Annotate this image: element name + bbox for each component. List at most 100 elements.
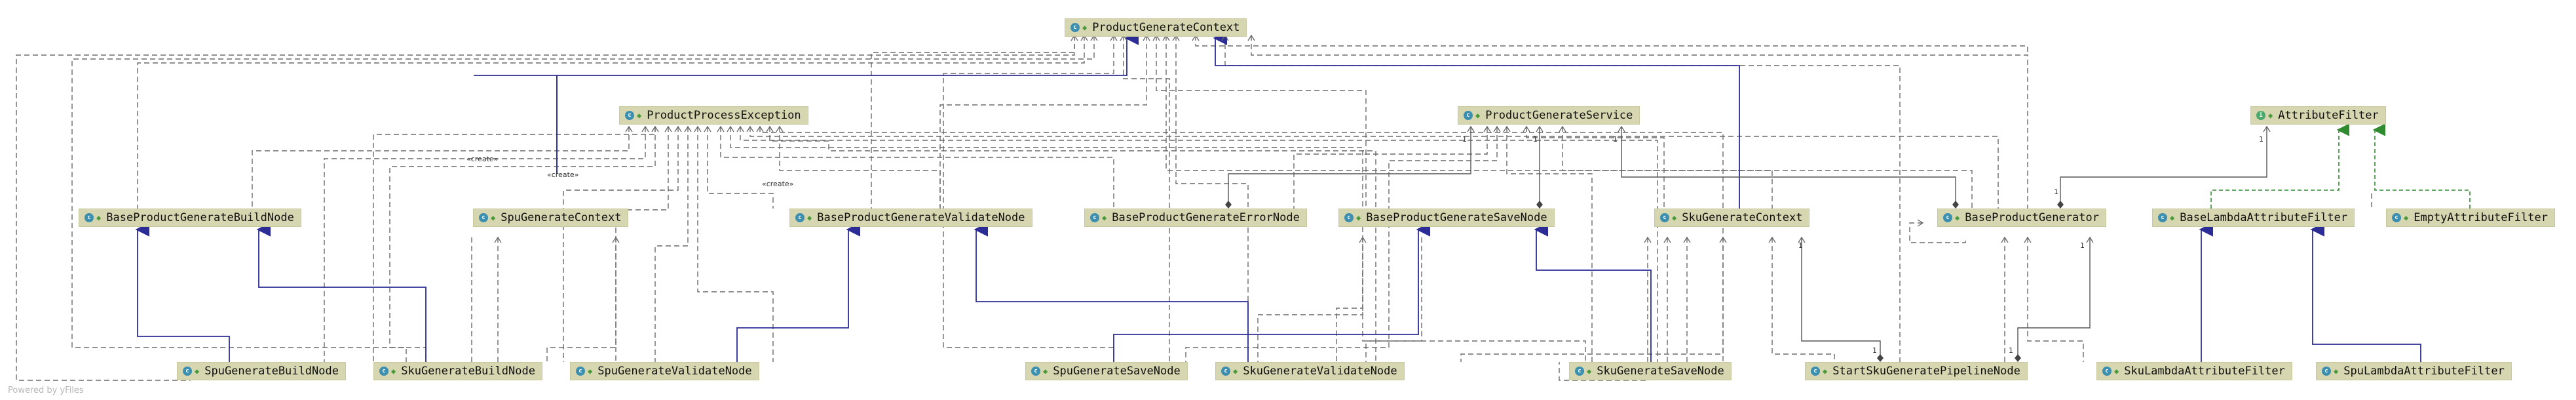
- class-node-sku-generate-build-node[interactable]: c◆ SkuGenerateBuildNode: [373, 362, 542, 380]
- class-name: BaseProductGenerator: [1965, 211, 2099, 224]
- class-icon: c: [2392, 213, 2401, 222]
- dependency-edge: [324, 127, 646, 362]
- visibility-icon: ◆: [391, 367, 396, 376]
- arrowhead: [1663, 236, 1671, 243]
- dependency-edge: [16, 35, 1075, 381]
- arrowhead: [664, 125, 672, 132]
- dependency-edge: [697, 127, 774, 362]
- extends-edge: [474, 75, 558, 174]
- dependency-edge: [389, 127, 656, 362]
- visibility-icon: ◆: [1102, 213, 1107, 222]
- class-node-base-product-generator[interactable]: c◆ BaseProductGenerator: [1937, 209, 2106, 227]
- class-node-sku-generate-validate-node[interactable]: c◆ SkuGenerateValidateNode: [1215, 362, 1405, 380]
- class-node-spu-lambda-attribute-filter[interactable]: c◆ SpuLambdaAttributeFilter: [2316, 362, 2512, 380]
- visibility-icon: ◆: [2334, 367, 2339, 376]
- dependency-edge: [1293, 127, 1488, 209]
- class-icon: c: [1575, 367, 1584, 376]
- class-name: ProductGenerateContext: [1092, 21, 1240, 34]
- class-name: SpuGenerateValidateNode: [597, 365, 752, 378]
- arrowhead: [1559, 125, 1566, 132]
- class-icon: c: [2158, 213, 2167, 222]
- dependency-edge: [939, 35, 1147, 209]
- class-node-empty-attribute-filter[interactable]: c◆ EmptyAttributeFilter: [2386, 209, 2555, 227]
- class-name: SkuGenerateContext: [1682, 211, 1803, 224]
- composition-diamond: [1952, 201, 1959, 209]
- arrowhead: [717, 125, 725, 132]
- extends-edge: [1213, 31, 1740, 209]
- class-node-sku-generate-context[interactable]: c◆ SkuGenerateContext: [1654, 209, 1810, 227]
- class-name: SkuGenerateValidateNode: [1243, 365, 1397, 378]
- dependency-edge: [769, 127, 1376, 362]
- dependency-edge: [1506, 127, 1593, 362]
- class-node-sku-generate-save-node[interactable]: c◆ SkuGenerateSaveNode: [1569, 362, 1732, 380]
- dependency-edge: [2027, 237, 2084, 362]
- visibility-icon: ◆: [1955, 213, 1960, 222]
- dependency-edge: [1526, 127, 1665, 209]
- arrowhead: [674, 125, 682, 132]
- class-name: AttributeFilter: [2278, 109, 2379, 122]
- class-icon: c: [1943, 213, 1952, 222]
- class-node-spu-generate-context[interactable]: c◆ SpuGenerateContext: [473, 209, 629, 227]
- dependency-edge: [1175, 35, 1249, 362]
- dependency-edge: [1224, 35, 1966, 371]
- class-node-product-generate-service[interactable]: c◆ ProductGenerateService: [1458, 106, 1640, 125]
- arrowhead: [704, 125, 711, 132]
- extends-edge: [736, 222, 860, 362]
- dependency-edge: [563, 127, 679, 362]
- association-edge: [2060, 127, 2267, 202]
- arrowhead: [756, 125, 764, 132]
- extends-edge: [135, 222, 230, 362]
- class-node-spu-generate-save-node[interactable]: c◆ SpuGenerateSaveNode: [1025, 362, 1188, 380]
- class-node-base-product-generate-validate-node[interactable]: c◆ BaseProductGenerateValidateNode: [789, 209, 1032, 227]
- class-node-sku-lambda-attribute-filter[interactable]: c◆ SkuLambdaAttributeFilter: [2096, 362, 2292, 380]
- visibility-icon: ◆: [491, 213, 496, 222]
- class-node-start-sku-generate-pipeline-node[interactable]: c◆ StartSkuGeneratePipelineNode: [1805, 362, 2028, 380]
- class-node-base-product-generate-error-node[interactable]: c◆ BaseProductGenerateErrorNode: [1084, 209, 1307, 227]
- class-node-base-product-generate-build-node[interactable]: c◆ BaseProductGenerateBuildNode: [79, 209, 301, 227]
- class-icon: c: [2102, 367, 2112, 376]
- arrowhead: [684, 125, 692, 132]
- interface-node-attribute-filter[interactable]: i◆ AttributeFilter: [2250, 106, 2386, 125]
- multiplicity-label: 1: [1872, 346, 1877, 355]
- visibility-icon: ◆: [2404, 213, 2409, 222]
- class-name: BaseProductGenerateBuildNode: [106, 211, 294, 224]
- dependency-edge: [1909, 222, 1966, 243]
- visibility-icon: ◆: [96, 213, 102, 222]
- class-node-product-generate-context[interactable]: c◆ ProductGenerateContext: [1065, 18, 1247, 37]
- arrowhead: [1483, 125, 1491, 132]
- extends-edge: [974, 222, 1249, 362]
- class-node-spu-generate-validate-node[interactable]: c◆ SpuGenerateValidateNode: [570, 362, 759, 380]
- dependency-edge: [749, 127, 1999, 209]
- dependency-edge: [615, 127, 669, 367]
- extends-edge: [256, 222, 426, 362]
- class-icon: c: [1070, 23, 1080, 32]
- multiplicity-label: 1: [1533, 135, 1538, 144]
- dependency-edge: [1185, 127, 1498, 362]
- extends-edge: [1113, 222, 1430, 362]
- class-node-spu-generate-build-node[interactable]: c◆ SpuGenerateBuildNode: [177, 362, 346, 380]
- class-node-product-process-exception[interactable]: c◆ ProductProcessException: [619, 106, 808, 125]
- visibility-icon: ◆: [807, 213, 812, 222]
- visibility-icon: ◆: [1475, 111, 1481, 120]
- class-name: ProductProcessException: [647, 109, 801, 122]
- class-name: SpuGenerateContext: [501, 211, 622, 224]
- association-edge: [1621, 127, 1956, 202]
- class-icon: c: [1031, 367, 1040, 376]
- class-name: SkuGenerateBuildNode: [401, 365, 535, 378]
- class-name: SpuLambdaAttributeFilter: [2343, 365, 2505, 378]
- visibility-icon: ◆: [195, 367, 200, 376]
- class-node-base-product-generate-save-node[interactable]: c◆ BaseProductGenerateSaveNode: [1338, 209, 1555, 227]
- visibility-icon: ◆: [1233, 367, 1238, 376]
- class-node-base-lambda-attribute-filter[interactable]: c◆ BaseLambdaAttributeFilter: [2152, 209, 2355, 227]
- arrowhead: [1618, 125, 1625, 132]
- dependency-edge: [252, 127, 630, 209]
- association-edge: [2017, 237, 2091, 355]
- arrowhead: [1359, 236, 1367, 243]
- dependency-edge: [1165, 35, 1773, 209]
- dependency-edge: [1460, 237, 1724, 362]
- class-icon: c: [1660, 213, 1669, 222]
- arrowhead: [1798, 236, 1806, 243]
- dependency-edge: [1562, 127, 1973, 209]
- visibility-icon: ◆: [1082, 23, 1088, 32]
